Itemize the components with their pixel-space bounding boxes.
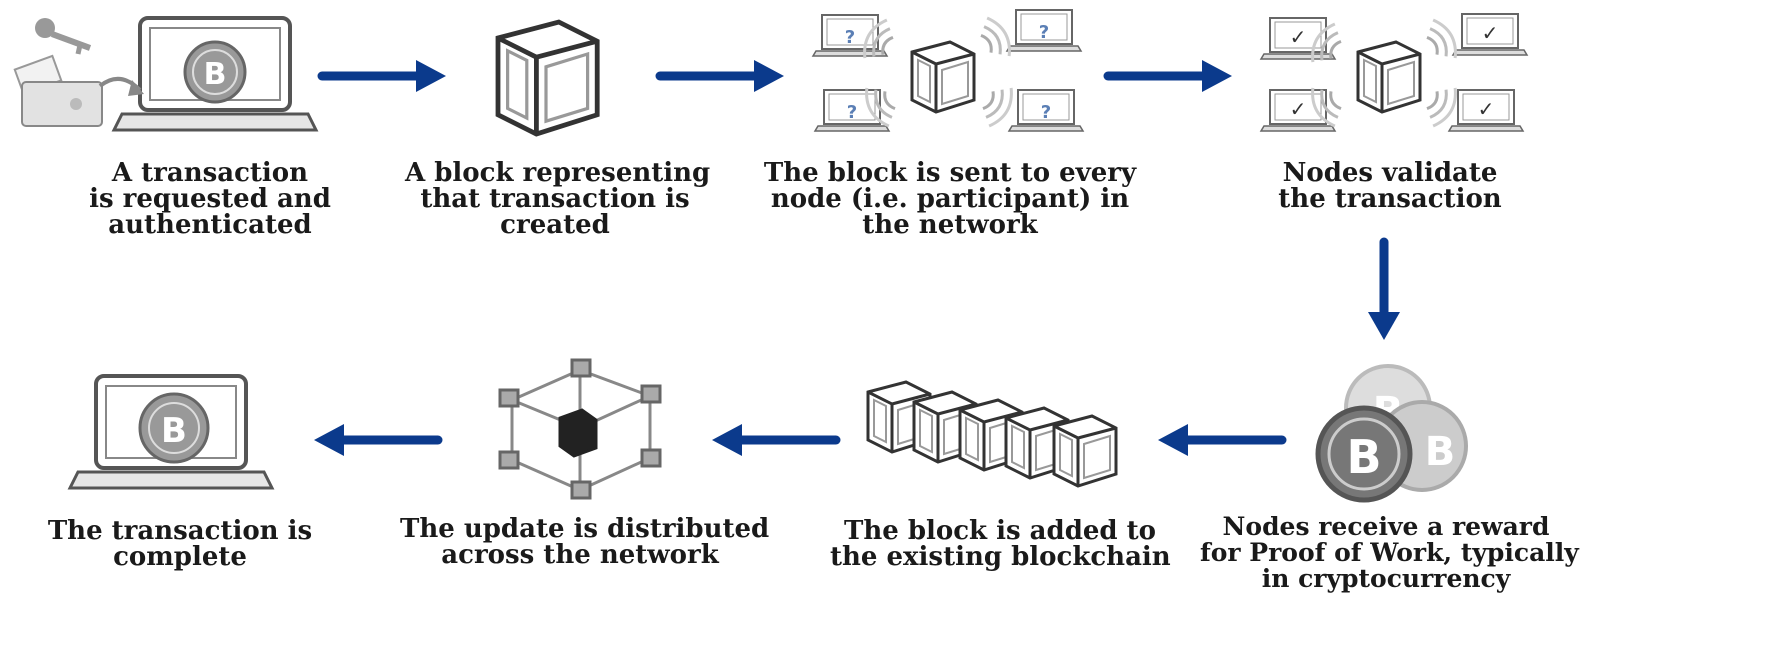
wallet-icon xyxy=(13,54,103,127)
caption-line: Nodes receive a reward xyxy=(1222,512,1550,541)
svg-text:?: ? xyxy=(847,102,857,123)
caption-line: in cryptocurrency xyxy=(1261,564,1511,593)
flow-arrow-7-8 xyxy=(314,424,438,456)
step6-caption: The block is added to the existing block… xyxy=(830,516,1171,572)
svg-text:?: ? xyxy=(1039,22,1049,43)
step6-blockchain-icon xyxy=(866,380,1118,488)
caption-line: The block is added to xyxy=(843,516,1157,546)
bitcoin-coin-icon: B xyxy=(138,392,210,464)
caption-line: the transaction xyxy=(1278,184,1502,214)
step7-network-cube-icon xyxy=(498,358,662,500)
bitcoin-coin-icon: B xyxy=(183,40,247,104)
caption-line: created xyxy=(500,210,610,240)
flow-arrow-4-5 xyxy=(1368,237,1400,340)
step4-validation-illustration: ✓ ✓ ✓ ✓ xyxy=(1260,13,1528,132)
caption-line: for Proof of Work, typically xyxy=(1200,538,1579,567)
svg-text:✓: ✓ xyxy=(1290,25,1307,49)
step5-caption: Nodes receive a reward for Proof of Work… xyxy=(1200,512,1579,593)
caption-line: the network xyxy=(862,210,1038,240)
step2-block-cube-icon xyxy=(498,22,597,134)
svg-text:✓: ✓ xyxy=(1290,97,1307,121)
caption-line: The block is sent to every xyxy=(763,158,1137,188)
svg-text:✓: ✓ xyxy=(1482,21,1499,45)
flow-arrow-1-2 xyxy=(322,60,446,92)
flow-arrow-3-4 xyxy=(1108,60,1232,92)
caption-line: across the network xyxy=(441,540,719,570)
step1-illustration: B xyxy=(13,16,318,132)
step3-caption: The block is sent to every node (i.e. pa… xyxy=(760,160,1140,238)
caption-line: A transaction xyxy=(111,158,309,188)
caption-line: the existing blockchain xyxy=(830,542,1171,572)
step5-coins-icon: B B B xyxy=(1315,364,1468,503)
flow-arrow-2-3 xyxy=(660,60,784,92)
caption-line: node (i.e. participant) in xyxy=(770,184,1130,214)
svg-text:B: B xyxy=(204,57,227,92)
caption-line: that transaction is xyxy=(420,184,690,214)
flow-arrow-6-7 xyxy=(712,424,836,456)
svg-text:B: B xyxy=(1346,430,1381,484)
step7-caption: The update is distributed across the net… xyxy=(400,514,770,570)
svg-text:✓: ✓ xyxy=(1478,97,1495,121)
block-cube-icon xyxy=(910,40,976,114)
flow-arrow-5-6 xyxy=(1158,424,1282,456)
caption-line: is requested and xyxy=(89,184,331,214)
svg-text:?: ? xyxy=(1041,102,1051,123)
svg-text:B: B xyxy=(161,411,187,451)
caption-line: The transaction is xyxy=(47,516,313,546)
step8-caption: The transaction is complete xyxy=(30,518,330,570)
step8-illustration: B xyxy=(68,374,274,490)
caption-line: The update is distributed xyxy=(400,514,770,544)
caption-line: Nodes validate xyxy=(1282,158,1498,188)
block-cube-icon xyxy=(1356,40,1422,114)
svg-text:B: B xyxy=(1425,429,1456,475)
svg-text:?: ? xyxy=(845,27,855,48)
key-icon xyxy=(35,18,92,55)
step3-network-illustration: ? ? ? ? xyxy=(812,9,1084,132)
caption-line: authenticated xyxy=(108,210,312,240)
step1-caption: A transaction is requested and authentic… xyxy=(60,160,360,238)
caption-line: complete xyxy=(113,542,247,572)
caption-line: A block representing xyxy=(405,158,711,188)
step2-caption: A block representing that transaction is… xyxy=(405,158,711,240)
step4-caption: Nodes validate the transaction xyxy=(1240,160,1540,212)
